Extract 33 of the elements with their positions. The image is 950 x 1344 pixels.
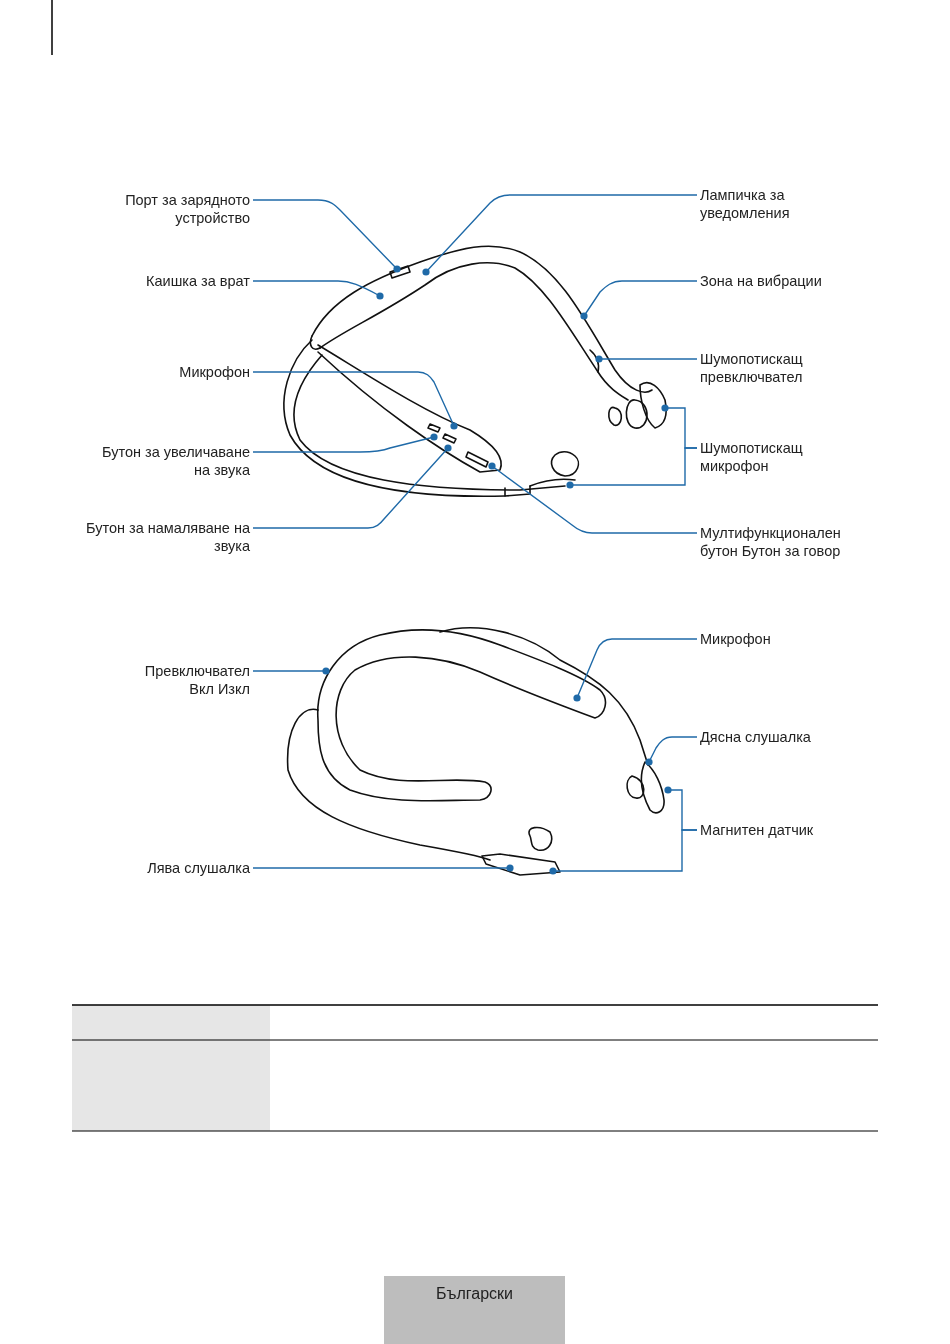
callout-label: Микрофон [700,630,820,648]
callout-label: Порт за зарядното устройство [115,191,250,227]
callout-label: Бутон за увеличаване на звука [100,443,250,479]
leader-line [573,638,698,702]
leader-line [252,433,438,453]
callout-label: Шумопотискащ микрофон [700,439,820,475]
callout-label: Лява слушалка [110,859,250,877]
leader-line [252,280,384,300]
leader-line [488,462,698,534]
callout-label: Магнитен датчик [700,821,840,839]
leader-line [252,199,401,273]
leader-line [252,667,330,675]
callout-label: Лампичка за уведомления [700,186,810,222]
callout-label: Мултифункционален бутон Бутон за говор [700,524,852,560]
language-tab: Български [384,1276,565,1344]
leader-line [645,736,698,766]
leader-line [422,194,698,276]
callout-label: Микрофон [130,363,250,381]
leader-line [252,864,514,872]
callout-label: Превключвател Вкл Изкл [130,662,250,698]
callout-label: Дясна слушалка [700,728,840,746]
leader-line [580,280,698,320]
leader-line [252,444,452,529]
callout-label: Каишка за врат [90,272,250,290]
headset-drawing [286,627,665,876]
callout-label: Шумопотискащ превключвател [700,350,820,386]
leader-line [549,829,698,875]
leader-line [252,371,458,430]
leader-line [595,355,698,363]
leader-line [566,447,698,489]
callout-label: Зона на вибрации [700,272,860,290]
headset-drawing [283,245,667,498]
callout-label: Бутон за намаляване на звука [85,519,250,555]
